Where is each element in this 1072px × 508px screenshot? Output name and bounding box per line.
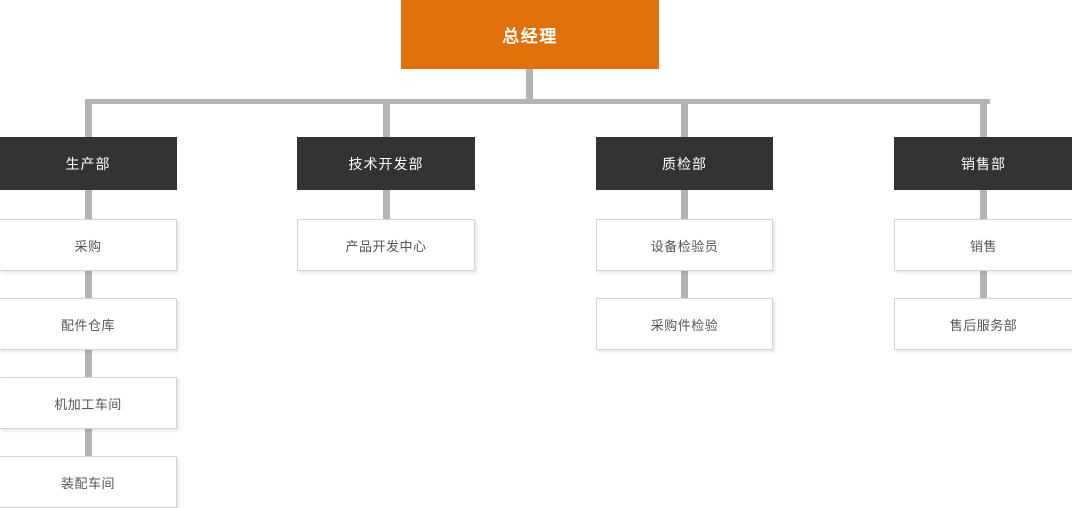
connector-col4-link-1	[980, 190, 987, 220]
node-label: 生产部	[65, 155, 111, 172]
node-machining-workshop[interactable]: 机加工车间	[0, 377, 177, 429]
node-label: 采购件检验	[650, 317, 719, 333]
connector-col1-link-4	[85, 428, 92, 457]
node-parts-warehouse[interactable]: 配件仓库	[0, 298, 177, 350]
node-general-manager[interactable]: 总经理	[401, 0, 659, 69]
connector-col3-link-2	[681, 270, 688, 299]
connector-bus-horizontal	[85, 99, 990, 104]
connector-bus-to-dept-1	[85, 99, 92, 137]
node-sales[interactable]: 销售	[894, 219, 1072, 271]
node-label: 销售	[969, 238, 997, 254]
node-label: 装配车间	[60, 475, 115, 491]
node-purchased-parts-inspection[interactable]: 采购件检验	[596, 298, 773, 350]
connector-bus-to-dept-3	[681, 99, 688, 137]
connector-root-down	[526, 69, 533, 104]
node-label: 配件仓库	[60, 317, 115, 333]
connector-col2-link-1	[383, 190, 390, 220]
connector-col1-link-3	[85, 349, 92, 378]
node-label: 采购	[74, 238, 102, 254]
node-label: 产品开发中心	[345, 238, 427, 254]
connector-bus-to-dept-2	[383, 99, 390, 137]
node-procurement[interactable]: 采购	[0, 219, 177, 271]
node-department-production[interactable]: 生产部	[0, 137, 177, 190]
connector-col4-link-2	[980, 270, 987, 299]
connector-col3-link-1	[681, 190, 688, 220]
node-label: 质检部	[662, 155, 707, 172]
node-label: 机加工车间	[54, 396, 122, 412]
node-after-sales-service[interactable]: 售后服务部	[894, 298, 1072, 350]
node-department-sales[interactable]: 销售部	[894, 137, 1072, 190]
connector-col1-link-1	[85, 190, 92, 220]
node-department-quality-inspection[interactable]: 质检部	[596, 137, 773, 190]
node-label: 总经理	[502, 27, 558, 46]
node-label: 销售部	[961, 155, 1006, 172]
node-label: 售后服务部	[949, 317, 1018, 333]
node-product-development-center[interactable]: 产品开发中心	[297, 219, 475, 271]
connector-col1-link-2	[85, 270, 92, 299]
node-assembly-workshop[interactable]: 装配车间	[0, 456, 177, 508]
node-label: 技术开发部	[348, 155, 424, 172]
connector-bus-to-dept-4	[980, 99, 987, 137]
node-label: 设备检验员	[650, 238, 719, 254]
node-department-tech-development[interactable]: 技术开发部	[297, 137, 475, 190]
node-equipment-inspector[interactable]: 设备检验员	[596, 219, 773, 271]
